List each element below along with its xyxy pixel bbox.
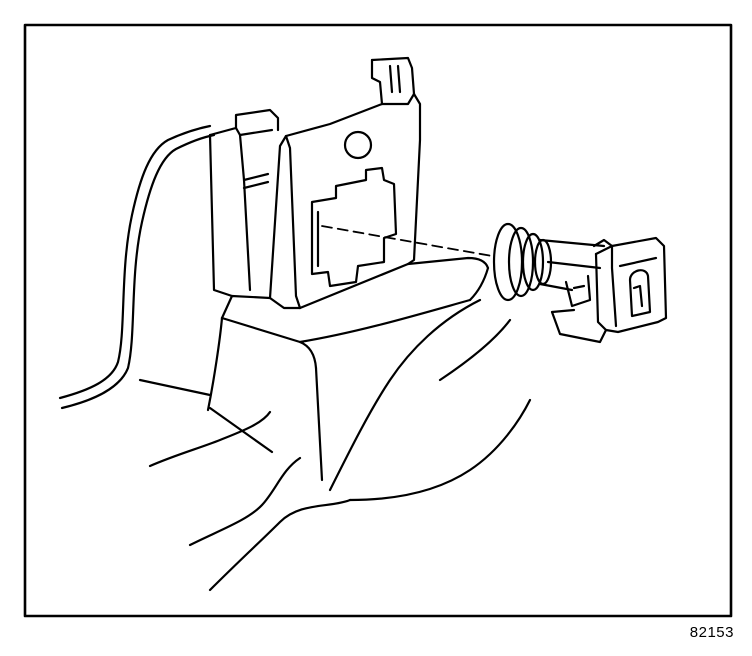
figure-frame (23, 23, 733, 618)
electrical-connector (492, 222, 668, 344)
mounting-bracket-plate (268, 56, 422, 310)
left-bracket-post (208, 108, 280, 298)
figure-reference-number: 82153 (689, 624, 734, 641)
insertion-path-dashed-line (321, 225, 493, 257)
bracket-hole-icon (343, 130, 373, 160)
bracket-connector-cutout (310, 166, 398, 288)
console-base (206, 256, 490, 482)
carpet-contours (58, 124, 532, 592)
terminal-window (628, 269, 652, 318)
